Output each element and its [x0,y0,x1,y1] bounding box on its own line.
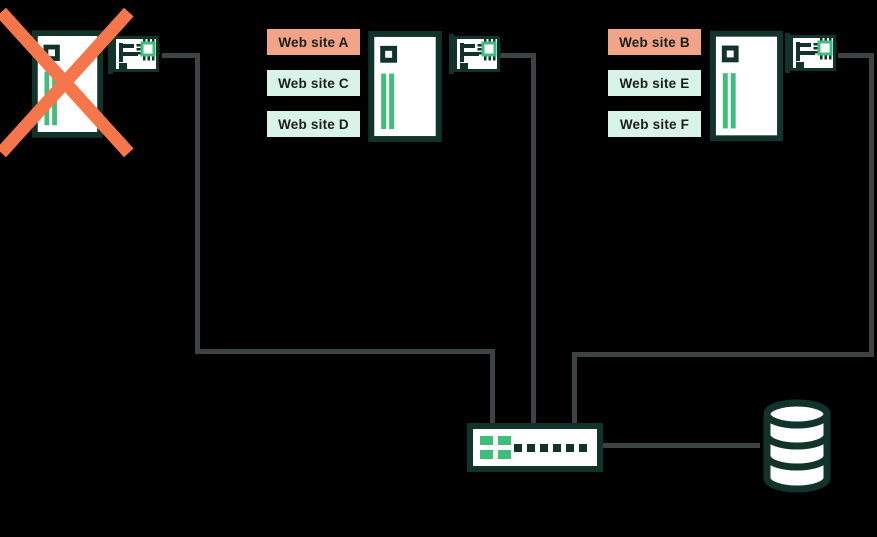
wire-failed-to-switch-drop [490,349,495,425]
wire-failed-nic-vertical [195,53,200,353]
database-icon [763,399,831,493]
wire-server3-to-switch-drop [572,352,577,425]
network-card-icon [108,34,160,74]
wire-failed-to-switch-horizontal [195,349,495,354]
server-3-nic [785,32,837,79]
database [760,398,834,499]
wire-server3-nic-horizontal [838,53,874,58]
server-icon [710,30,783,142]
wire-server3-nic-vertical [869,53,874,357]
network-card-icon [449,34,501,74]
network-switch-icon [467,423,603,472]
failed-server-nic [108,33,160,80]
wire-server2-nic-horizontal [500,53,536,58]
network-switch [467,423,603,477]
failure-cross-icon [0,0,134,165]
wire-server3-to-switch-horizontal [572,352,874,357]
site-label-web-site-c: Web site C [267,70,360,96]
wire-failed-nic-horizontal [162,53,200,58]
site-label-web-site-d: Web site D [267,111,360,137]
site-label-web-site-f: Web site F [608,111,701,137]
server-2 [368,31,442,147]
site-label-web-site-e: Web site E [608,70,701,96]
server-3 [710,30,783,147]
site-label-web-site-b: Web site B [608,29,701,55]
wire-server2-to-switch-vertical [531,53,536,425]
server-icon [368,31,442,142]
server-2-nic [449,33,501,80]
site-label-web-site-a: Web site A [267,29,360,55]
wire-switch-to-database [603,443,760,448]
network-card-icon [785,33,837,73]
